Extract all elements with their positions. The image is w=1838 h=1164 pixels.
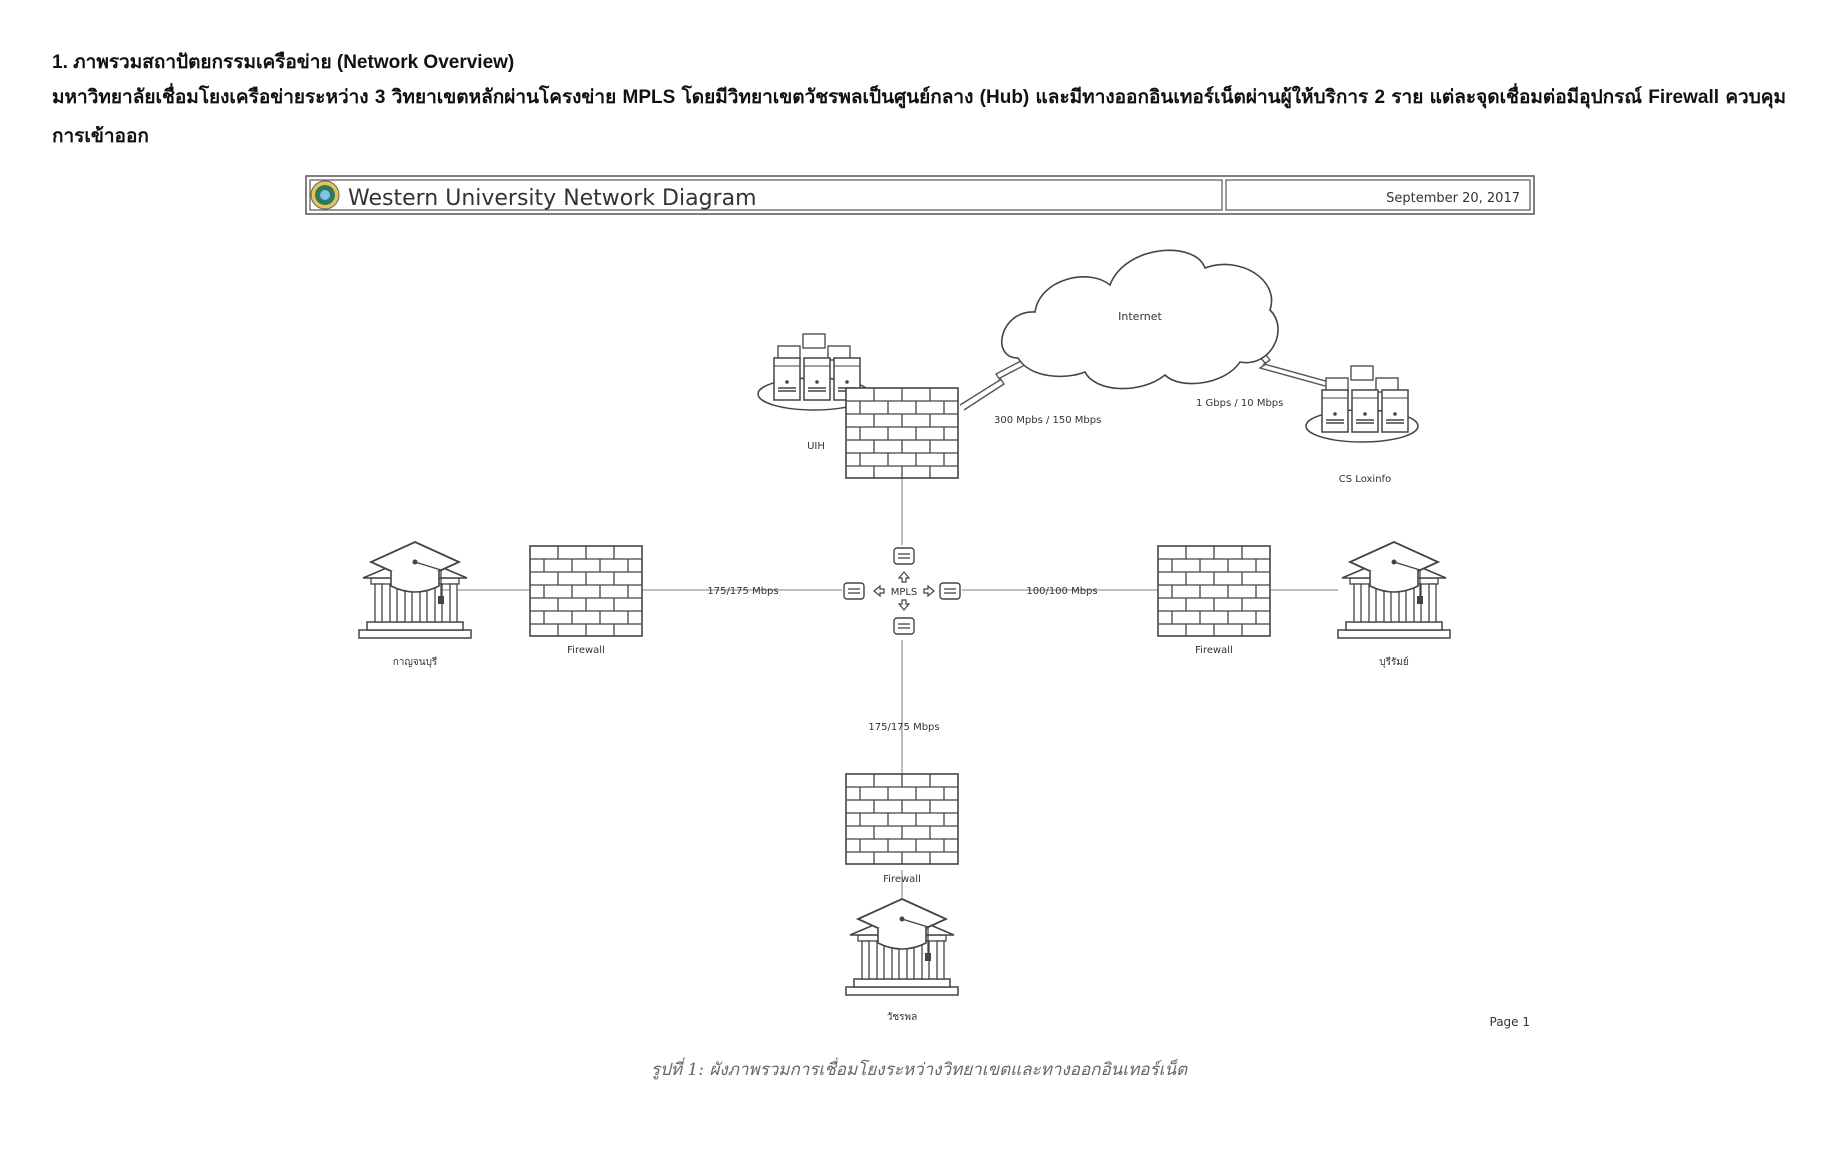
mpls-label: MPLS xyxy=(891,587,918,598)
campus-right-label: บุรีรัมย์ xyxy=(1379,656,1409,668)
campus-building-icon xyxy=(358,541,472,639)
isp-left-label: UIH xyxy=(807,441,825,452)
link-bottom-label: 175/175 Mbps xyxy=(868,722,939,733)
connection-lines xyxy=(436,478,1338,905)
link-uih-label: 300 Mpbs / 150 Mbps xyxy=(994,415,1101,426)
link-left-label: 175/175 Mbps xyxy=(707,586,778,597)
server-cluster-icon xyxy=(1306,366,1418,442)
link-right-label: 100/100 Mbps xyxy=(1026,586,1097,597)
firewall-bottom-label: Firewall xyxy=(883,874,921,885)
page-number: Page 1 xyxy=(1490,1015,1531,1029)
firewall-icon xyxy=(845,387,959,479)
campus-bottom-label: วัชรพล xyxy=(887,1012,918,1023)
campus-building-icon xyxy=(845,898,959,996)
university-logo-icon xyxy=(310,180,340,210)
firewall-icon xyxy=(845,773,959,865)
firewall-icon xyxy=(529,545,643,637)
router-icon xyxy=(843,547,961,635)
section-paragraph: มหาวิทยาลัยเชื่อมโยงเครือข่ายระหว่าง 3 ว… xyxy=(52,87,1786,147)
isp-right-label: CS Loxinfo xyxy=(1339,474,1391,485)
campus-left-label: กาญจนบุรี xyxy=(393,656,438,668)
link-loxinfo-label: 1 Gbps / 10 Mbps xyxy=(1196,398,1283,409)
internet-label: Internet xyxy=(1118,310,1162,323)
diagram-title: Western University Network Diagram xyxy=(348,186,757,211)
section-heading: 1. ภาพรวมสถาปัตยกรรมเครือข่าย (Network O… xyxy=(52,52,515,73)
firewall-icon xyxy=(1157,545,1271,637)
campus-building-icon xyxy=(1337,541,1451,639)
firewall-right-label: Firewall xyxy=(1195,645,1233,656)
firewall-left-label: Firewall xyxy=(567,645,605,656)
figure-caption: รูปที่ 1: ผังภาพรวมการเชื่อมโยงระหว่างวิ… xyxy=(650,1060,1188,1080)
cloud-icon xyxy=(1001,249,1279,390)
diagram-title-bar xyxy=(305,175,1535,215)
diagram-date: September 20, 2017 xyxy=(1386,191,1520,206)
